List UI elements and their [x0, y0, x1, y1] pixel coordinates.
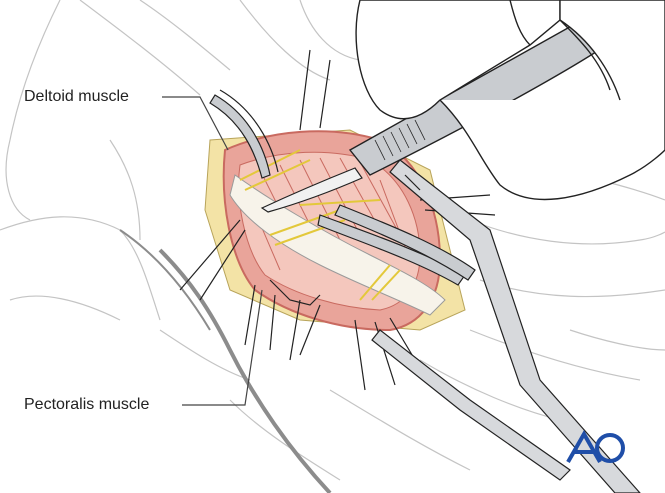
retractor-lower: [269, 279, 571, 481]
suture-ends: [179, 49, 496, 391]
ao-logo: [566, 429, 625, 463]
scalpel: [260, 5, 632, 213]
arm-outline-inner: [119, 229, 211, 331]
retractor-left: [209, 89, 279, 179]
deltoid-muscle-label: Deltoid muscle: [24, 88, 129, 105]
pectoralis-leader: [182, 289, 263, 406]
callout-lines: [162, 96, 263, 406]
deltoid-leader: [162, 96, 229, 151]
arm-outline: [158, 248, 332, 493]
pectoralis-muscle-label: Pectoralis muscle: [24, 396, 150, 413]
retractor-handle: [389, 159, 641, 493]
retractor-right: [317, 204, 476, 286]
hand-outline: [355, 0, 665, 201]
